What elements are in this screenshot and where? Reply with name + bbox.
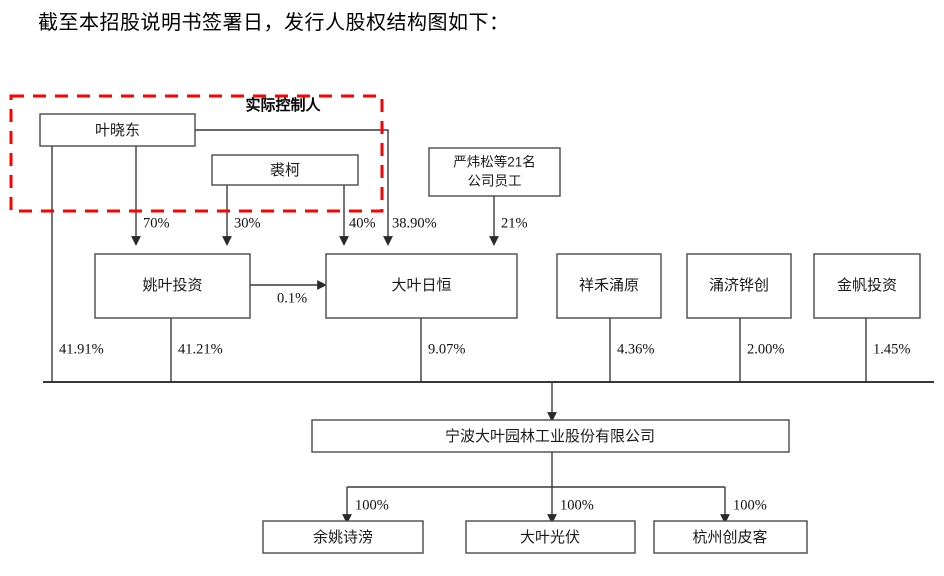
node-sub-hangzhou-chuangpike-label: 杭州创皮客	[692, 529, 767, 546]
node-issuer-label: 宁波大叶园林工业股份有限公司	[445, 428, 655, 445]
node-yaoye-touzi-label: 姚叶投资	[142, 277, 202, 294]
pct-xianghe-to-issuer: 4.36%	[617, 341, 654, 357]
node-xianghe-yongyuan[interactable]	[556, 253, 662, 319]
node-daye-riheng[interactable]	[325, 253, 518, 319]
node-employees-label-line1: 严炜松等21名	[453, 154, 536, 170]
node-ye-xiaodong-label: 叶晓东	[95, 122, 140, 139]
pct-ye-to-issuer: 41.91%	[59, 341, 104, 357]
pct-issuer-to-sub1: 100%	[355, 497, 389, 513]
node-jinfan-touzi-label: 金帆投资	[837, 277, 897, 294]
node-yaoye-touzi[interactable]	[94, 253, 251, 319]
node-jinfan-touzi[interactable]	[813, 253, 921, 319]
pct-riheng-to-issuer: 9.07%	[428, 341, 465, 357]
pct-ye-to-riheng: 38.90%	[392, 215, 437, 231]
intro-paragraph: 截至本招股说明书签署日，发行人股权结构图如下：	[38, 12, 510, 34]
node-employees[interactable]	[428, 147, 561, 197]
pct-qiu-to-yaoye: 30%	[234, 215, 261, 231]
node-sub-daye-guangfu[interactable]	[465, 520, 636, 554]
node-sub-yuyao-shipang-label: 余姚诗滂	[313, 528, 373, 546]
node-yongji-huachuang[interactable]	[686, 253, 792, 319]
node-sub-yuyao-shipang[interactable]	[262, 520, 424, 554]
edge-ye-to-riheng	[195, 129, 393, 246]
node-sub-hangzhou-chuangpike[interactable]	[653, 520, 808, 554]
node-yongji-huachuang-label: 涌济铧创	[709, 277, 769, 294]
pct-employees-to-riheng: 21%	[501, 215, 528, 231]
pct-yongji-to-issuer: 2.00%	[747, 341, 784, 357]
pct-qiu-to-riheng: 40%	[349, 215, 376, 231]
pct-issuer-to-sub3: 100%	[733, 497, 767, 513]
node-employees-label-line2: 公司员工	[468, 174, 522, 189]
actual-controller-label: 实际控制人	[245, 96, 321, 114]
pct-yaoye-to-riheng: 0.1%	[277, 290, 307, 306]
pct-issuer-to-sub2: 100%	[560, 497, 594, 513]
node-qiu-ke[interactable]	[211, 154, 359, 186]
pct-jinfan-to-issuer: 1.45%	[873, 341, 910, 357]
pct-yaoye-to-issuer: 41.21%	[178, 341, 223, 357]
pct-ye-to-yaoye: 70%	[143, 215, 170, 231]
node-sub-daye-guangfu-label: 大叶光伏	[520, 529, 580, 546]
node-issuer[interactable]	[311, 419, 790, 453]
node-ye-xiaodong[interactable]	[39, 113, 196, 147]
actual-controller-group-outline	[9, 94, 384, 213]
node-qiu-ke-label: 裘柯	[270, 162, 300, 179]
node-daye-riheng-label: 大叶日恒	[391, 277, 451, 294]
node-xianghe-yongyuan-label: 祥禾涌原	[579, 277, 639, 294]
